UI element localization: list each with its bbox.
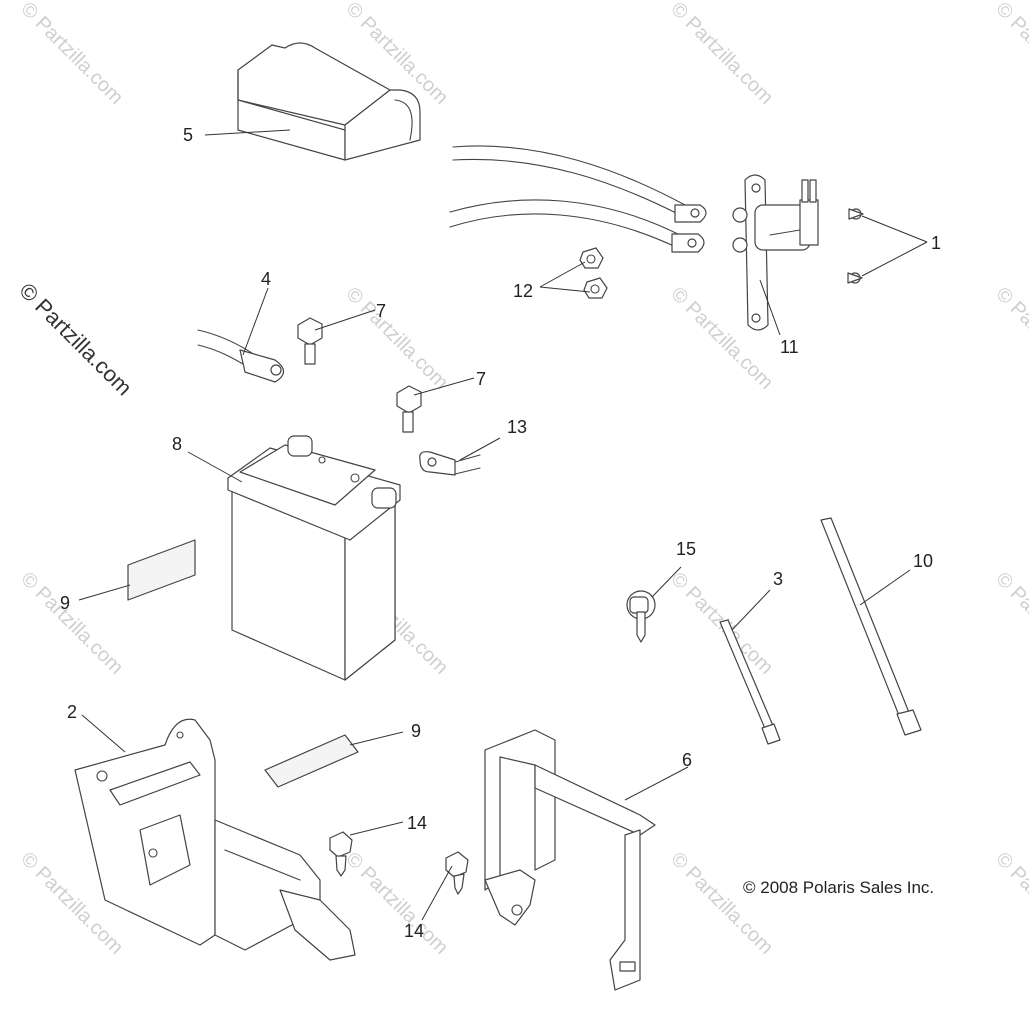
part-11-solenoid[interactable]: [732, 174, 819, 331]
callout-9: 9: [411, 721, 421, 741]
part-5-pad[interactable]: [237, 42, 421, 161]
callout-11: 11: [780, 337, 799, 357]
callout-10: 10: [913, 551, 933, 571]
callout-5: 5: [183, 125, 193, 145]
callout-12: 12: [513, 281, 533, 301]
part-13-terminal[interactable]: [419, 451, 481, 476]
part-8-battery[interactable]: [227, 435, 401, 681]
watermark: © Partzilla.com: [341, 848, 452, 959]
watermark: © Partzilla.com: [991, 848, 1029, 959]
part-7-bolt-lower[interactable]: [396, 385, 422, 433]
callout-14: 14: [407, 813, 427, 833]
copyright-notice: © 2008 Polaris Sales Inc.: [743, 878, 934, 897]
part-3-tie-strap[interactable]: [719, 619, 781, 745]
watermark: © Partzilla.com: [991, 568, 1029, 679]
watermark: © Partzilla.com: [666, 0, 777, 109]
part-14-rivet-b[interactable]: [445, 851, 469, 895]
callout-8: 8: [172, 434, 182, 454]
callout-7: 7: [376, 301, 386, 321]
callout-2: 2: [67, 702, 77, 722]
callout-15: 15: [676, 539, 696, 559]
watermark-side: © Partzilla.com: [14, 278, 137, 401]
watermark: © Partzilla.com: [16, 568, 127, 679]
watermark: © Partzilla.com: [16, 0, 127, 109]
part-14-rivet-a[interactable]: [329, 831, 353, 877]
watermark: © Partzilla.com: [991, 283, 1029, 394]
callout-9: 9: [60, 593, 70, 613]
callout-3: 3: [773, 569, 783, 589]
part-1-screws[interactable]: [847, 208, 864, 284]
callout-14: 14: [404, 921, 424, 941]
watermark: © Partzilla.com: [991, 0, 1029, 109]
watermark: © Partzilla.com: [341, 283, 452, 394]
watermark: © Partzilla.com: [666, 848, 777, 959]
part-10-tie-strap[interactable]: [820, 517, 922, 736]
callout-7: 7: [476, 369, 486, 389]
part-4-cable[interactable]: [197, 329, 285, 383]
part-9-label-left[interactable]: [127, 539, 196, 601]
callout-1: 1: [931, 233, 941, 253]
part-15-fastener[interactable]: [626, 590, 656, 643]
leader-lines: [78, 129, 928, 921]
callout-6: 6: [682, 750, 692, 770]
cables: [449, 145, 707, 253]
callouts: 5 4 7 7 8 13 12 11 1 9 9 15 3 10 2 6 14 …: [60, 125, 941, 941]
part-12-nuts[interactable]: [579, 247, 608, 299]
part-6-hold-down-bracket[interactable]: [484, 729, 656, 991]
callout-13: 13: [507, 417, 527, 437]
part-2-battery-tray[interactable]: [74, 718, 356, 961]
part-7-bolt-upper[interactable]: [297, 317, 323, 365]
callout-4: 4: [261, 269, 271, 289]
part-9-label-center[interactable]: [264, 734, 359, 788]
